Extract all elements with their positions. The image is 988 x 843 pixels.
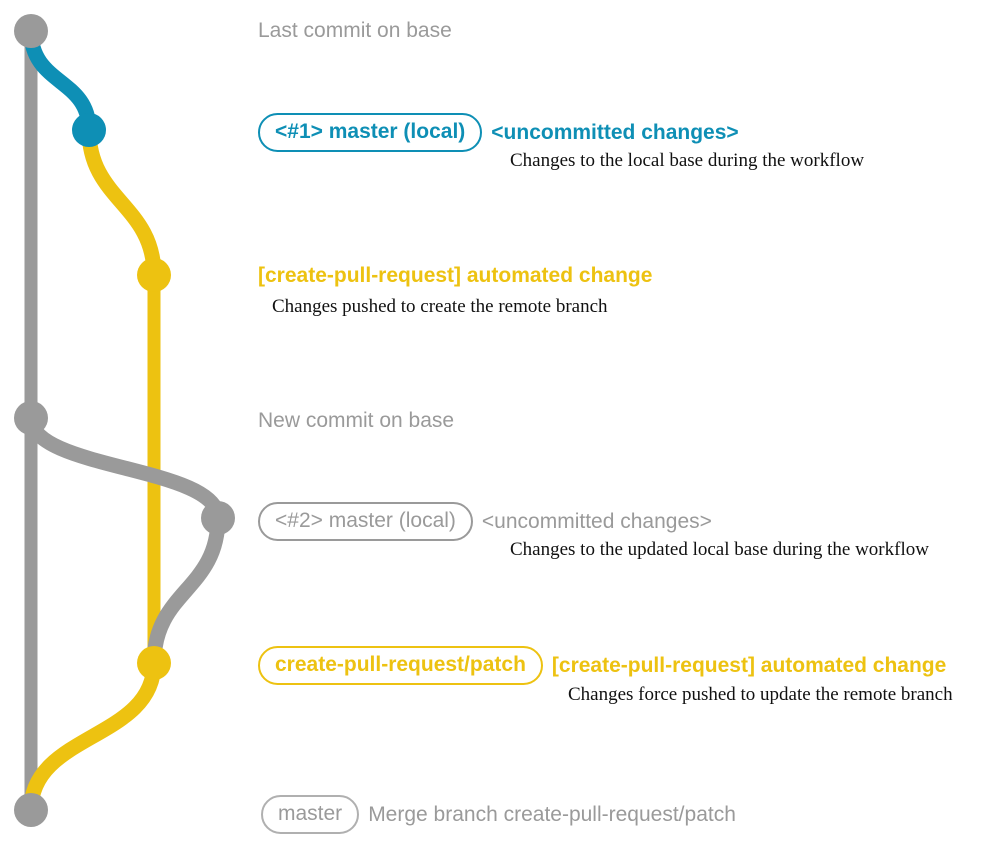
commit-subject-local-2: <uncommitted changes>	[481, 510, 712, 533]
commit-node-local-2[interactable]	[201, 501, 235, 535]
commit-row-local-2: <#2> master (local) <uncommitted changes>	[258, 502, 712, 541]
branch-badge-master[interactable]: master	[261, 795, 360, 834]
commit-node-base-last[interactable]	[14, 14, 48, 48]
commit-row-remote-1: [create-pull-request] automated change	[258, 263, 652, 288]
branch-badge-master-local-2[interactable]: <#2> master (local)	[258, 502, 473, 541]
commit-subject-remote-2: [create-pull-request] automated change	[551, 654, 947, 677]
commit-node-local-1[interactable]	[72, 113, 106, 147]
commit-subject-merge: Merge branch create-pull-request/patch	[368, 803, 736, 826]
commit-description-local-1: Changes to the local base during the wor…	[510, 150, 865, 171]
commit-node-remote-2[interactable]	[137, 646, 171, 680]
commit-description-remote-2: Changes force pushed to update the remot…	[568, 684, 953, 705]
commit-node-base-new[interactable]	[14, 401, 48, 435]
commit-node-remote-1[interactable]	[137, 258, 171, 292]
edge-updated-local-to-remote	[146, 510, 226, 671]
heading-last-commit-on-base: Last commit on base	[258, 19, 452, 42]
edge-base-to-updated-local	[23, 410, 226, 526]
commit-row-remote-2: create-pull-request/patch [create-pull-re…	[258, 646, 946, 685]
edge-local-to-remote	[81, 122, 162, 283]
commit-description-local-2: Changes to the updated local base during…	[510, 539, 929, 560]
heading-new-commit-on-base: New commit on base	[258, 409, 455, 432]
commit-description-remote-1: Changes pushed to create the remote bran…	[272, 296, 608, 317]
branch-badge-create-pull-request-patch[interactable]: create-pull-request/patch	[258, 646, 543, 685]
commit-subject-remote-1: [create-pull-request] automated change	[258, 264, 653, 287]
edge-remote-to-merge	[23, 655, 162, 818]
branch-badge-master-local-1[interactable]: <#1> master (local)	[258, 113, 483, 152]
commit-node-merge[interactable]	[14, 793, 48, 827]
commit-row-merge: master Merge branch create-pull-request/p…	[261, 795, 736, 834]
commit-subject-local-1: <uncommitted changes>	[491, 121, 739, 144]
commit-row-local-1: <#1> master (local) <uncommitted changes>	[258, 113, 739, 152]
